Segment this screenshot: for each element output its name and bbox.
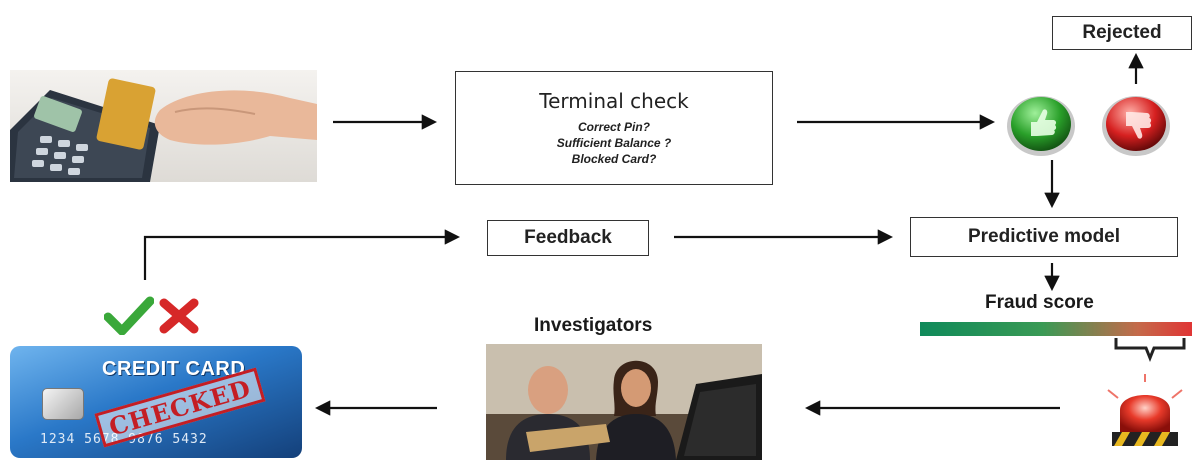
fraud-score-label: Fraud score [985,292,1094,313]
rejected-box: Rejected [1052,16,1192,50]
fraud-score-bar [920,322,1192,336]
arrow-card-to-feedback [143,229,461,280]
rejected-label: Rejected [1082,22,1162,43]
credit-card-title: CREDIT CARD [102,358,246,380]
credit-card-image: CREDIT CARD 1234 5678 9876 5432 CHECKED [10,346,302,458]
terminal-check-title: Terminal check [539,89,689,113]
credit-card-chip [42,388,84,420]
cross-mark-icon [158,297,200,340]
terminal-check-box: Terminal check Correct Pin? Sufficient B… [455,71,773,185]
predictive-model-label: Predictive model [967,226,1121,247]
pos-terminal-image [10,70,317,182]
terminal-check-question: Sufficient Balance ? [556,136,672,150]
alarm-siren-icon [1100,372,1190,457]
fraud-score-bracket [1114,338,1186,363]
investigators-image [486,344,762,460]
feedback-label: Feedback [524,227,612,248]
check-mark-icon [103,295,155,340]
terminal-check-question: Correct Pin? [577,120,650,134]
terminal-check-question: Blocked Card? [571,152,657,166]
reject-thumbs-down-icon [1100,90,1172,163]
investigators-label: Investigators [534,315,653,336]
approve-thumbs-up-icon [1005,90,1077,163]
predictive-model-box: Predictive model [910,217,1178,257]
feedback-box: Feedback [487,220,649,256]
